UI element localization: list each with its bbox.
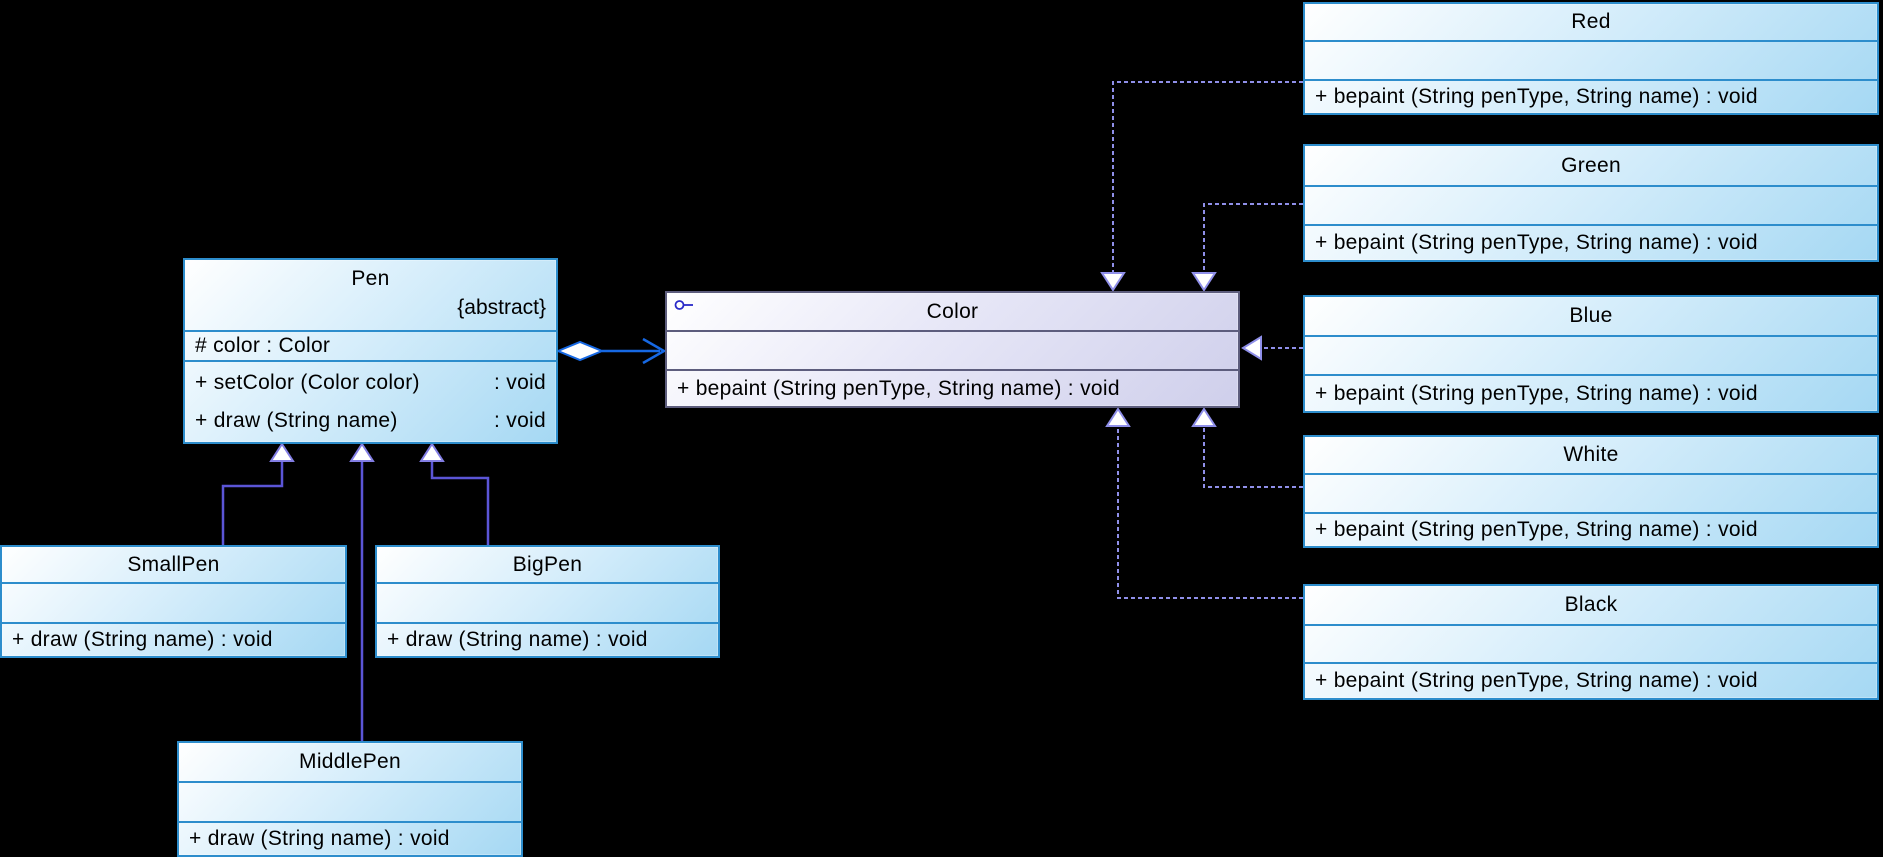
method-row: + draw (String name) : void xyxy=(387,628,648,651)
realization-red-color[interactable] xyxy=(1100,81,1303,292)
method-row: + bepaint (String penType, String name) … xyxy=(1315,518,1758,541)
class-green-methods: + bepaint (String penType, String name) … xyxy=(1305,224,1877,260)
interface-color-attributes xyxy=(667,330,1238,369)
interface-color[interactable]: Color + bepaint (String penType, String … xyxy=(665,291,1240,408)
method-row: + bepaint (String penType, String name) … xyxy=(1315,381,1758,405)
class-bigpen-methods: + draw (String name) : void xyxy=(377,622,718,656)
class-blue-attributes xyxy=(1305,335,1877,374)
class-blue[interactable]: Blue + bepaint (String penType, String n… xyxy=(1303,295,1879,413)
aggregation-pen-color[interactable] xyxy=(555,337,667,365)
inheritance-bigpen-pen[interactable] xyxy=(419,442,490,545)
method-return: : void xyxy=(494,371,546,394)
inheritance-smallpen-pen[interactable] xyxy=(221,442,295,545)
class-middlepen-methods: + draw (String name) : void xyxy=(179,821,521,855)
class-name: Blue xyxy=(1569,304,1613,327)
method-signature: + draw (String name) xyxy=(195,409,398,432)
class-smallpen[interactable]: SmallPen + draw (String name) : void xyxy=(0,545,347,658)
class-name: Black xyxy=(1564,593,1618,616)
class-white-attributes xyxy=(1305,473,1877,512)
method-row: + bepaint (String penType, String name) … xyxy=(1315,669,1758,692)
class-bigpen-attributes xyxy=(377,582,718,622)
class-red[interactable]: Red + bepaint (String penType, String na… xyxy=(1303,2,1879,115)
class-red-attributes xyxy=(1305,40,1877,79)
class-black-attributes xyxy=(1305,624,1877,662)
realization-white-color[interactable] xyxy=(1191,407,1303,488)
class-middlepen[interactable]: MiddlePen + draw (String name) : void xyxy=(177,741,523,857)
class-red-methods: + bepaint (String penType, String name) … xyxy=(1305,79,1877,113)
class-white[interactable]: White + bepaint (String penType, String … xyxy=(1303,435,1879,548)
class-black-methods: + bepaint (String penType, String name) … xyxy=(1305,662,1877,698)
class-middlepen-attributes xyxy=(179,781,521,821)
class-white-methods: + bepaint (String penType, String name) … xyxy=(1305,512,1877,546)
class-bigpen[interactable]: BigPen + draw (String name) : void xyxy=(375,545,720,658)
class-name: White xyxy=(1563,443,1619,466)
class-green-attributes xyxy=(1305,185,1877,224)
class-name: Pen xyxy=(351,267,390,290)
method-signature: + setColor (Color color) xyxy=(195,371,420,394)
class-name: Green xyxy=(1561,153,1621,177)
method-row: + setColor (Color color) : void xyxy=(185,364,556,402)
class-name: Red xyxy=(1571,10,1611,33)
class-pen-header: Pen {abstract} xyxy=(185,260,556,330)
interface-icon xyxy=(674,299,696,311)
interface-color-methods: + bepaint (String penType, String name) … xyxy=(667,369,1238,406)
method-row: + draw (String name) : void xyxy=(189,827,450,850)
method-row: + bepaint (String penType, String name) … xyxy=(1315,231,1758,254)
class-pen-attributes: # color : Color xyxy=(185,330,556,360)
method-row: + draw (String name) : void xyxy=(12,628,273,651)
method-row: + draw (String name) : void xyxy=(185,402,556,440)
class-name: Color xyxy=(926,299,979,323)
class-name: MiddlePen xyxy=(299,750,401,773)
attribute-row: # color : Color xyxy=(195,334,331,357)
method-row: + bepaint (String penType, String name) … xyxy=(677,376,1120,400)
class-pen[interactable]: Pen {abstract} # color : Color + setColo… xyxy=(183,258,558,444)
class-black[interactable]: Black + bepaint (String penType, String … xyxy=(1303,584,1879,700)
method-row: + bepaint (String penType, String name) … xyxy=(1315,85,1758,108)
stereotype-label: {abstract} xyxy=(457,296,546,319)
class-pen-methods: + setColor (Color color) : void + draw (… xyxy=(185,360,556,442)
realization-blue-color[interactable] xyxy=(1241,335,1303,361)
realization-black-color[interactable] xyxy=(1105,407,1303,599)
class-green[interactable]: Green + bepaint (String penType, String … xyxy=(1303,144,1879,262)
class-name: SmallPen xyxy=(127,552,220,576)
method-return: : void xyxy=(494,409,546,432)
class-blue-methods: + bepaint (String penType, String name) … xyxy=(1305,374,1877,411)
realization-green-color[interactable] xyxy=(1191,203,1303,292)
class-name: BigPen xyxy=(512,552,583,576)
class-smallpen-attributes xyxy=(2,582,345,622)
class-smallpen-methods: + draw (String name) : void xyxy=(2,622,345,656)
inheritance-middlepen-pen[interactable] xyxy=(349,442,375,741)
